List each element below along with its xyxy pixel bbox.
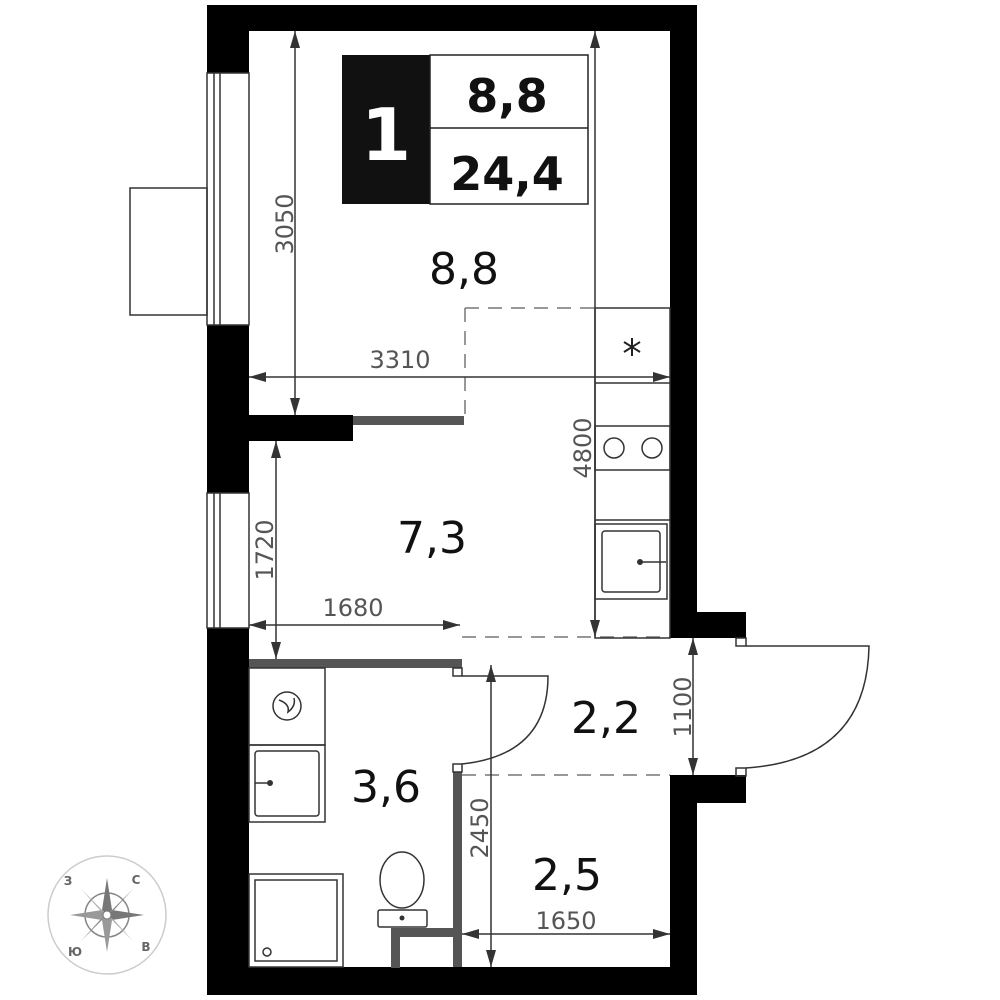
area-storage: 2,5 xyxy=(532,850,602,901)
bathroom-sink xyxy=(248,744,326,823)
compass-east: В xyxy=(141,940,150,954)
wall-entry-top xyxy=(670,612,746,638)
partition-toilet-post xyxy=(391,928,400,968)
toilet xyxy=(377,851,428,928)
wall-right-bottom xyxy=(670,775,697,995)
window-room xyxy=(206,72,250,326)
partition-toilet-bar xyxy=(391,928,457,937)
badge-area-box xyxy=(429,54,589,205)
badge-total-area: 24,4 xyxy=(450,147,564,201)
wall-top xyxy=(207,5,697,31)
badge-rooms-box xyxy=(342,55,430,204)
dim-room-width: 3310 xyxy=(369,346,430,374)
window-kitchen xyxy=(206,492,250,629)
snowflake-icon xyxy=(623,338,641,356)
partition-bathroom-top xyxy=(249,659,462,668)
partition-bathroom-right xyxy=(453,772,462,967)
wall-left-middle xyxy=(207,325,249,493)
wall-left-top xyxy=(207,5,249,73)
dim-kitchen-width: 1680 xyxy=(322,594,383,622)
badge-living-area: 8,8 xyxy=(466,69,548,123)
wall-right-top xyxy=(670,5,697,638)
area-bathroom: 3,6 xyxy=(351,762,421,813)
compass-west: З xyxy=(64,874,73,888)
dim-kitchen-height: 1720 xyxy=(251,519,279,580)
dimension-lines xyxy=(249,31,698,967)
dim-room-height: 3050 xyxy=(271,193,299,254)
area-badge: 1 8,8 24,4 xyxy=(342,54,589,205)
dim-kitchen-length: 4800 xyxy=(569,417,597,478)
area-hall: 2,2 xyxy=(571,693,641,744)
partition-room xyxy=(353,416,464,425)
bathroom-door xyxy=(452,667,549,773)
badge-rooms-count: 1 xyxy=(361,93,411,177)
balcony-unit xyxy=(129,187,208,316)
wall-interior-stub xyxy=(249,415,353,441)
compass-icon: С В Ю З xyxy=(47,855,167,975)
entry-door xyxy=(735,637,870,777)
stove xyxy=(594,425,671,471)
compass-north: С xyxy=(132,873,141,887)
kitchen-sink xyxy=(594,523,668,600)
area-room: 8,8 xyxy=(429,244,499,295)
dim-corridor-length: 2450 xyxy=(466,797,494,858)
washing-machine-icon xyxy=(248,667,326,746)
dim-entry-door: 1100 xyxy=(669,676,697,737)
exterior-walls xyxy=(207,5,746,995)
compass-south: Ю xyxy=(68,945,82,959)
kitchen-counter xyxy=(594,307,671,639)
dim-storage-width: 1650 xyxy=(535,907,596,935)
wall-left-bottom xyxy=(207,628,249,995)
area-kitchen: 7,3 xyxy=(397,513,467,564)
shower-tray xyxy=(248,873,344,968)
wall-bottom xyxy=(207,967,697,995)
